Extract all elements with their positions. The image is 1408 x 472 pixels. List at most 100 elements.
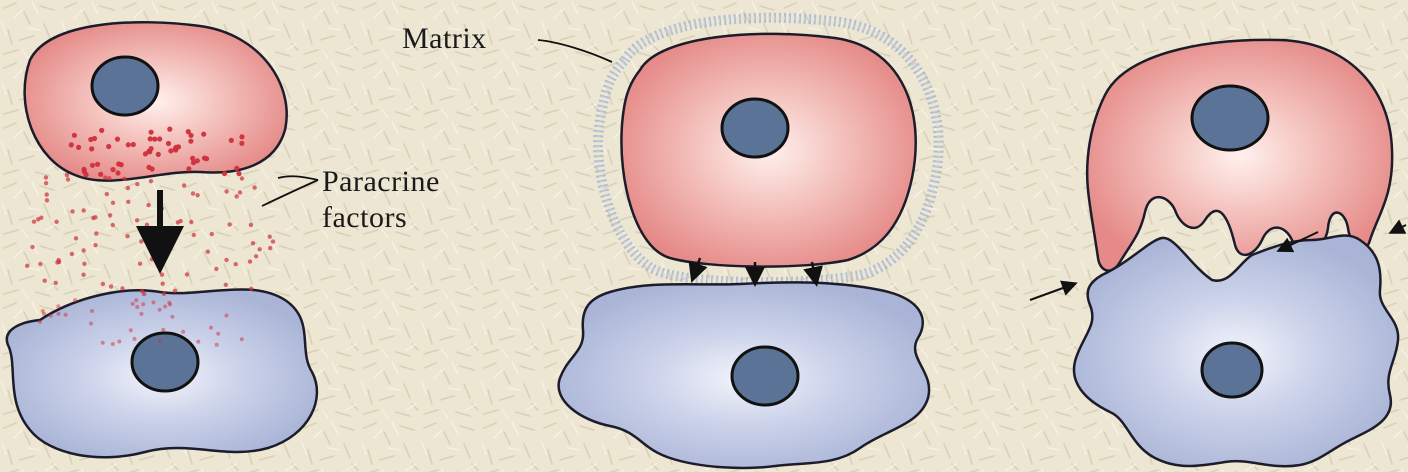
paracrine-dot bbox=[239, 134, 244, 139]
paracrine-dot bbox=[173, 289, 177, 293]
paracrine-dot bbox=[106, 144, 111, 149]
paracrine-dot bbox=[101, 282, 105, 286]
paracrine-dot bbox=[74, 236, 78, 240]
paracrine-dot bbox=[76, 145, 81, 150]
paracrine-dot bbox=[149, 146, 154, 151]
paracrine-dot bbox=[126, 186, 130, 190]
paracrine-dot bbox=[108, 213, 112, 217]
paracrine-dot bbox=[149, 179, 153, 183]
paracrine-dot bbox=[152, 300, 156, 304]
paracrine-dot bbox=[216, 332, 220, 336]
paracrine-dot bbox=[131, 142, 136, 147]
paracrine-dot bbox=[192, 233, 196, 237]
paracrine-dot bbox=[135, 218, 139, 222]
paracrine-dot bbox=[228, 222, 232, 226]
nucleus-signaling-3 bbox=[1192, 86, 1268, 150]
paracrine-dot bbox=[248, 259, 252, 263]
paracrine-dot bbox=[167, 127, 172, 132]
paracrine-dot bbox=[150, 166, 155, 171]
paracrine-dot bbox=[45, 192, 49, 196]
paracrine-dot bbox=[234, 166, 239, 171]
paracrine-dot bbox=[57, 312, 61, 316]
paracrine-dot bbox=[64, 313, 68, 317]
paracrine-dot bbox=[151, 226, 155, 230]
paracrine-dot bbox=[152, 137, 157, 142]
paracrine-dot bbox=[66, 177, 70, 181]
paracrine-dot bbox=[56, 304, 60, 308]
paracrine-dot bbox=[271, 239, 275, 243]
paracrine-dot bbox=[166, 141, 171, 146]
paracrine-dot bbox=[56, 258, 60, 262]
paracrine-dot bbox=[73, 298, 77, 302]
paracrine-dot bbox=[268, 246, 272, 250]
paracrine-dot bbox=[234, 262, 238, 266]
nucleus-responding-2 bbox=[732, 347, 798, 405]
paracrine-dot bbox=[182, 183, 186, 187]
paracrine-dot bbox=[156, 152, 161, 157]
paracrine-dot bbox=[158, 308, 162, 312]
paracrine-dot bbox=[134, 298, 138, 302]
paracrine-dot bbox=[254, 254, 258, 258]
paracrine-dot bbox=[236, 171, 241, 176]
paracrine-dot bbox=[111, 201, 115, 205]
paracrine-dot bbox=[210, 232, 214, 236]
paracrine-dot bbox=[117, 340, 121, 344]
paracrine-dot bbox=[115, 137, 120, 142]
nucleus-responding bbox=[132, 333, 198, 391]
paracrine-dot bbox=[92, 136, 97, 141]
paracrine-dot bbox=[115, 170, 120, 175]
paracrine-dot bbox=[90, 163, 95, 168]
paracrine-dot bbox=[70, 252, 74, 256]
paracrine-dot bbox=[139, 312, 143, 316]
paracrine-dot bbox=[222, 171, 227, 176]
paracrine-dot bbox=[189, 220, 193, 224]
paracrine-dot bbox=[235, 194, 239, 198]
paracrine-dot bbox=[268, 235, 272, 239]
paracrine-dot bbox=[142, 292, 146, 296]
paracrine-dot bbox=[239, 141, 244, 146]
paracrine-dot bbox=[201, 132, 206, 137]
paracrine-dot bbox=[225, 314, 229, 318]
paracrine-dot bbox=[81, 248, 85, 252]
paracrine-dot bbox=[148, 136, 153, 141]
paracrine-dot bbox=[131, 302, 135, 306]
paracrine-dot bbox=[158, 339, 162, 343]
paracrine-dot bbox=[25, 264, 29, 268]
paracrine-dot bbox=[38, 320, 42, 324]
paracrine-dot bbox=[238, 190, 242, 194]
paracrine-dot bbox=[103, 175, 107, 179]
paracrine-dot bbox=[110, 167, 115, 172]
matrix-label: Matrix bbox=[402, 22, 487, 55]
paracrine-dot bbox=[49, 314, 53, 318]
paracrine-dot bbox=[122, 177, 126, 181]
signaling-cell bbox=[25, 22, 287, 180]
paracrine-dot bbox=[249, 287, 253, 291]
paracrine-dot bbox=[178, 219, 182, 223]
paracrine-dot bbox=[65, 173, 69, 177]
paracrine-dot bbox=[43, 279, 47, 283]
paracrine-dot bbox=[70, 209, 74, 213]
paracrine-dot bbox=[116, 161, 121, 166]
paracrine-dot bbox=[93, 243, 97, 247]
paracrine-dot bbox=[202, 156, 207, 161]
paracrine-dot bbox=[111, 223, 115, 227]
paracrine-dot bbox=[109, 284, 113, 288]
paracrine-dot bbox=[163, 305, 167, 309]
paracrine-dot bbox=[69, 142, 74, 147]
paracrine-dot bbox=[149, 130, 154, 135]
paracrine-dot bbox=[82, 262, 86, 266]
paracrine-dot bbox=[209, 326, 213, 330]
paracrine-dot bbox=[93, 215, 97, 219]
paracrine-dot bbox=[214, 267, 218, 271]
paracrine-dot bbox=[145, 223, 149, 227]
paracrine-dot bbox=[188, 139, 193, 144]
paracrine-dot bbox=[258, 247, 262, 251]
paracrine-dot bbox=[126, 200, 130, 204]
paracrine-dot bbox=[107, 176, 111, 180]
paracrine-dot bbox=[229, 138, 234, 143]
paracrine-dot bbox=[38, 262, 42, 266]
paracrine-dot bbox=[146, 203, 150, 207]
paracrine-dot bbox=[252, 185, 256, 189]
paracrine-dot bbox=[105, 192, 109, 196]
